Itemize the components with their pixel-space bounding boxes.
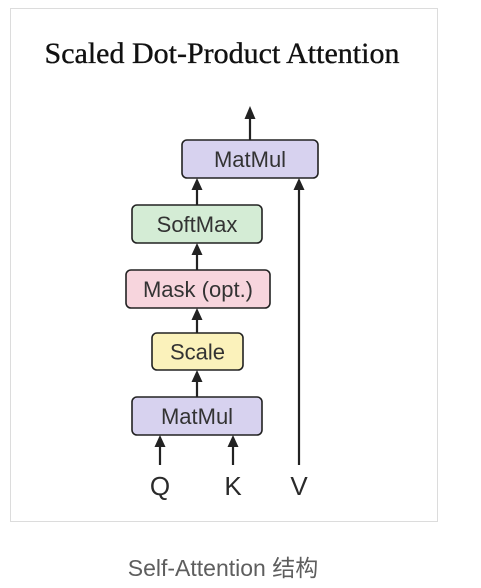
scale-to-mask-arrow xyxy=(191,308,203,333)
softmax-node: SoftMax xyxy=(131,204,263,244)
q-input-label: Q xyxy=(150,471,170,501)
matmul-top-node: MatMul xyxy=(181,139,319,179)
mask-node: Mask (opt.) xyxy=(125,269,271,309)
figure-caption: Self-Attention 结构 xyxy=(128,555,318,581)
v-input-arrow xyxy=(293,178,305,465)
matmul-bottom-box xyxy=(131,396,263,436)
mask-label: Mask (opt.) xyxy=(143,277,253,302)
matmul-bottom-label: MatMul xyxy=(161,404,233,429)
matmul-to-scale-arrow xyxy=(191,370,203,397)
output-arrow xyxy=(244,106,256,140)
q-input-arrow xyxy=(154,435,166,465)
softmax-to-matmul-arrow xyxy=(191,178,203,205)
matmul-top-box xyxy=(181,139,319,179)
matmul-bottom-node: MatMul xyxy=(131,396,263,436)
mask-box xyxy=(125,269,271,309)
scale-box xyxy=(151,332,244,371)
scale-node: Scale xyxy=(151,332,244,371)
v-input-label: V xyxy=(290,471,308,501)
matmul-top-label: MatMul xyxy=(214,147,286,172)
softmax-label: SoftMax xyxy=(157,212,238,237)
scale-label: Scale xyxy=(170,340,225,365)
diagram-title: Scaled Dot-Product Attention xyxy=(45,37,400,70)
k-input-arrow xyxy=(227,435,239,465)
mask-to-softmax-arrow xyxy=(191,243,203,270)
diagram-frame xyxy=(10,8,438,522)
k-input-label: K xyxy=(224,471,242,501)
